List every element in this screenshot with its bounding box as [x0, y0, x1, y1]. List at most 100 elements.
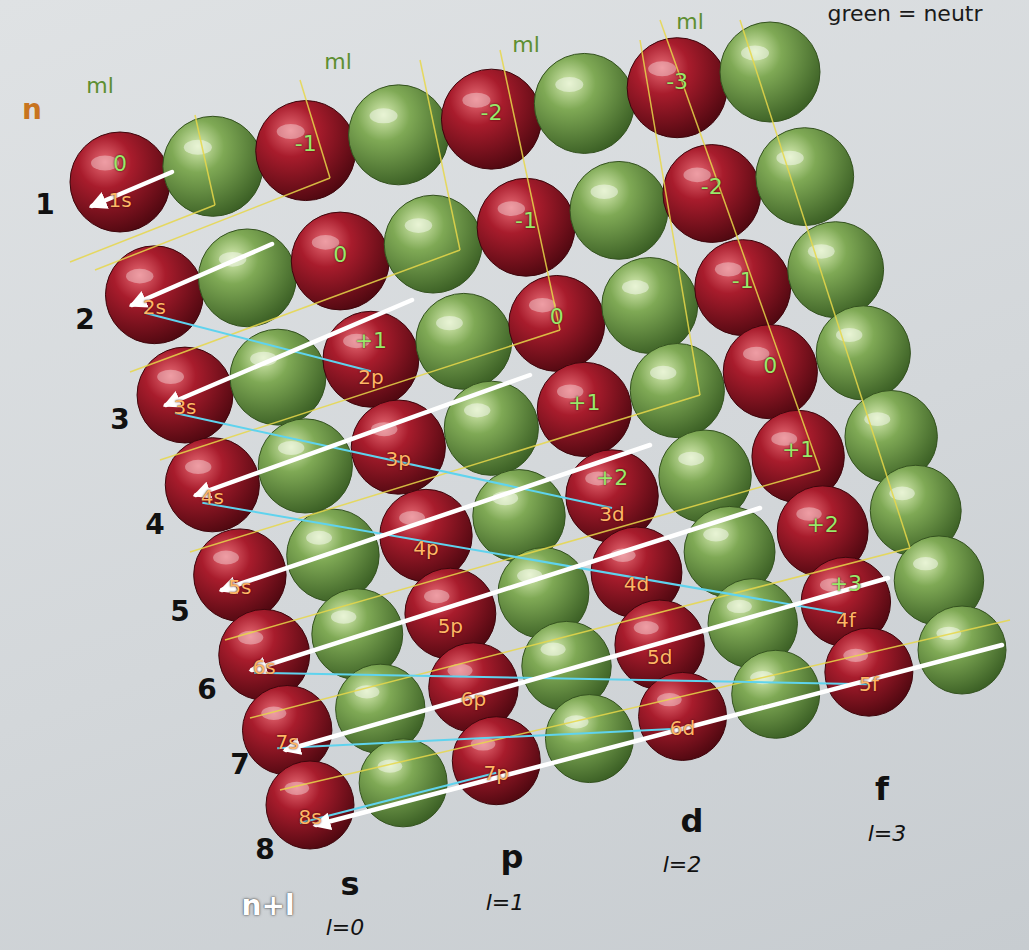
block-side: [660, 20, 820, 470]
ball-highlight: [213, 551, 239, 565]
green-ball: [444, 381, 538, 475]
red-ball: [663, 145, 761, 243]
orbital-label: 7s: [276, 731, 299, 753]
block-line: [250, 548, 910, 718]
ml-value: 0: [333, 243, 347, 267]
orbital-label: 3p: [386, 448, 411, 470]
block-side: [420, 60, 460, 250]
red-ball: [477, 178, 575, 276]
ball-highlight: [261, 707, 286, 720]
ball-highlight: [622, 280, 649, 294]
ball-highlight: [678, 452, 704, 466]
green-ball: [416, 293, 512, 389]
n-number: 6: [197, 675, 216, 706]
ball-highlight: [464, 403, 490, 417]
n-number: 2: [75, 305, 94, 336]
ball-highlight: [555, 77, 583, 92]
subshell-letter: f: [875, 772, 889, 807]
block-side: [195, 115, 215, 205]
same-n-line: [144, 313, 370, 371]
green-ball: [198, 229, 296, 327]
ml-value: +1: [782, 438, 814, 462]
ml-value: -2: [701, 175, 723, 199]
orbital-label: 5f: [859, 673, 879, 695]
ball-highlight: [808, 244, 835, 258]
ball-highlight: [634, 621, 659, 634]
green-ball: [534, 53, 634, 153]
orbital-label: 5p: [438, 615, 463, 637]
orbital-label: 6s: [253, 656, 276, 678]
ball-highlight: [741, 46, 769, 61]
red-ball: [351, 400, 445, 494]
ml-value: +2: [596, 466, 628, 490]
ball-highlight: [405, 218, 432, 233]
n-number: 1: [35, 190, 54, 221]
green-ball: [570, 161, 668, 259]
l-value: l=0: [326, 916, 365, 940]
orbital-label: 2p: [358, 366, 383, 388]
n-plus-l-label: n+l: [242, 891, 295, 922]
orbital-label: 4s: [201, 486, 224, 508]
orbital-label: 6p: [461, 688, 486, 710]
l-value: l=2: [663, 853, 702, 877]
orbital-label: 3d: [599, 503, 624, 525]
block-side: [300, 80, 330, 178]
red-ball: [639, 672, 727, 760]
red-ball: [256, 101, 356, 201]
order-arrow: [252, 508, 760, 670]
red-ball: [291, 212, 389, 310]
red-ball: [441, 69, 541, 169]
ball-highlight: [776, 151, 803, 166]
red-ball: [323, 311, 419, 407]
green-ball: [545, 695, 633, 783]
red-ball: [266, 761, 354, 849]
ml-header: ml: [86, 74, 114, 98]
green-ball: [359, 739, 447, 827]
ball-highlight: [541, 642, 566, 655]
ml-header: ml: [324, 50, 352, 74]
ball-highlight: [936, 627, 961, 640]
order-arrow: [222, 445, 650, 590]
red-ball: [165, 438, 259, 532]
ball-grid: [70, 22, 1006, 849]
order-arrow: [286, 578, 888, 750]
ml-value: +2: [806, 513, 838, 537]
ball-highlight: [436, 316, 463, 330]
ml-value: -3: [666, 70, 688, 94]
subshell-letter: p: [501, 840, 524, 875]
ball-highlight: [703, 528, 728, 542]
block-side: [740, 20, 910, 548]
ml-value: +1: [355, 329, 387, 353]
ml-value: 0: [550, 305, 564, 329]
ball-highlight: [185, 460, 211, 474]
n-header: n: [22, 95, 42, 126]
ml-value: -1: [515, 209, 537, 233]
block-side: [640, 40, 700, 395]
green-ball: [756, 128, 854, 226]
n-number: 4: [145, 510, 164, 541]
ball-highlight: [564, 715, 589, 728]
ml-header: ml: [676, 10, 704, 34]
orbital-label: 7p: [484, 762, 509, 784]
ball-highlight: [184, 140, 212, 155]
green-ball: [918, 606, 1006, 694]
same-n-line: [202, 503, 846, 614]
green-ball: [816, 306, 910, 400]
n-number: 7: [230, 750, 249, 781]
l-value: l=3: [868, 822, 907, 846]
ml-value: -1: [732, 269, 754, 293]
same-n-lines: [144, 313, 868, 823]
red-ball: [723, 325, 817, 419]
block-line: [160, 330, 560, 460]
order-arrow: [166, 300, 412, 405]
ml-value: +3: [830, 572, 862, 596]
l-value: l=1: [486, 891, 525, 915]
orbital-label: 4d: [624, 573, 649, 595]
green-ball: [720, 22, 820, 122]
ball-highlight: [424, 590, 449, 604]
ball-highlight: [370, 108, 398, 123]
n-number: 8: [255, 835, 274, 866]
ball-highlight: [913, 557, 938, 570]
